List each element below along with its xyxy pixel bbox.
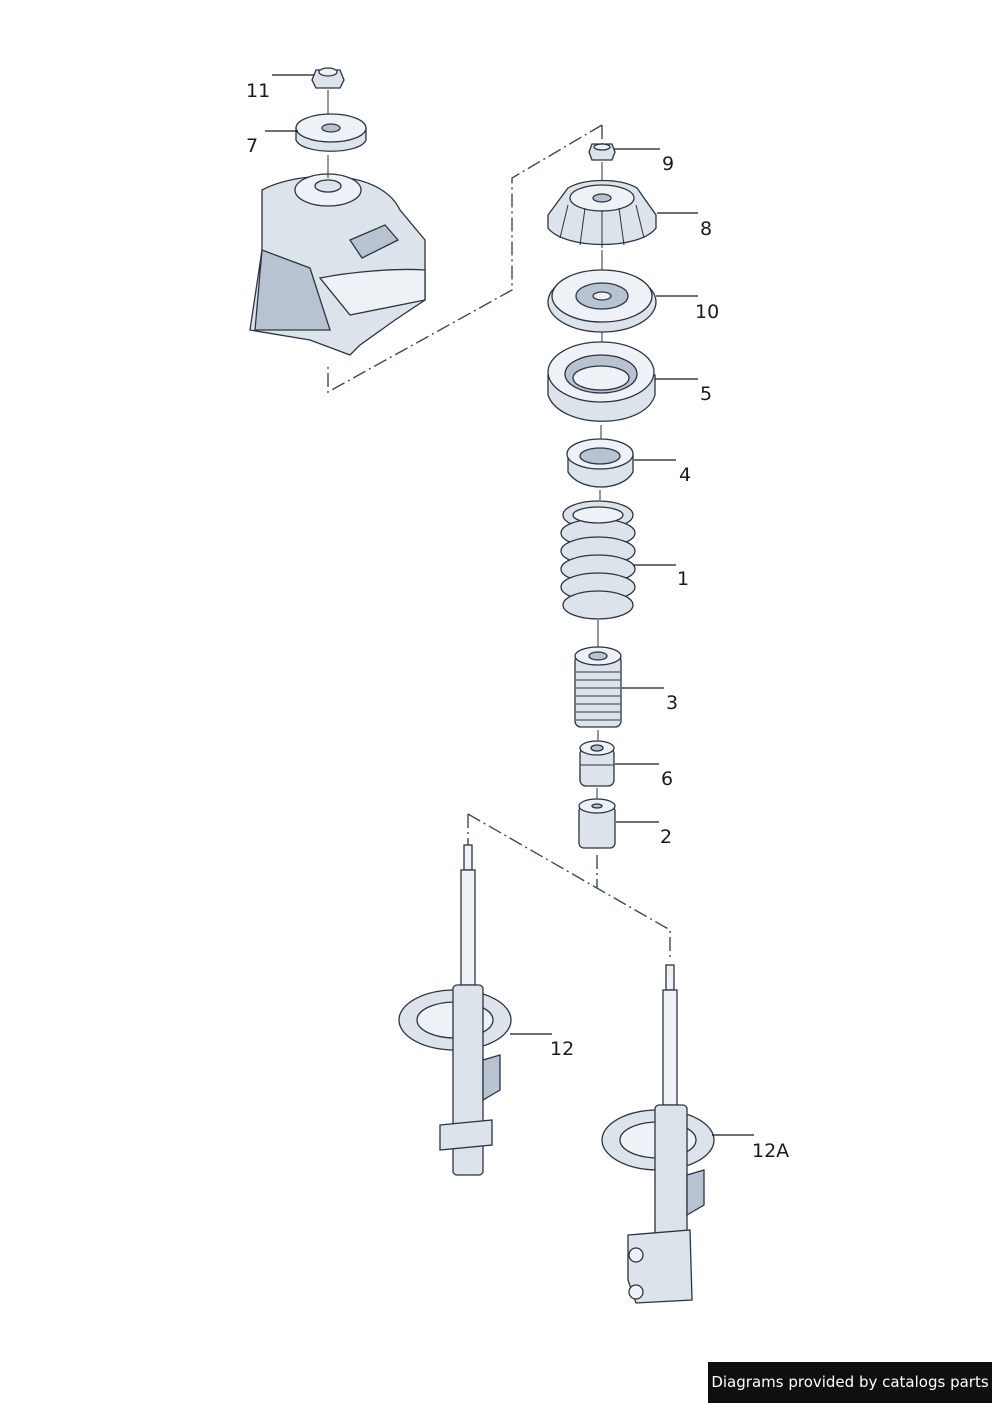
callout-1: 1 <box>677 568 689 590</box>
part-5-spring-seat <box>547 341 656 422</box>
callout-7: 7 <box>246 135 258 157</box>
part-10-bearing-plate <box>547 269 657 333</box>
part-2-sleeve <box>578 798 616 849</box>
part-3-protective-boot <box>574 646 622 728</box>
part-11-flange-nut <box>311 67 345 89</box>
callout-12A: 12A <box>752 1140 789 1162</box>
footer-credit: Diagrams provided by catalogs parts <box>708 1362 992 1403</box>
assembly-line-bottom <box>467 813 671 960</box>
part-6-buffer <box>579 740 615 787</box>
part-12A-shock-absorber <box>601 964 715 1304</box>
callout-labels: 11 7 9 8 10 5 4 1 3 6 2 12 12A <box>246 80 789 1162</box>
callout-11: 11 <box>246 80 270 102</box>
leader-lines <box>265 74 754 1136</box>
callout-5: 5 <box>700 383 712 405</box>
part-4-ring <box>566 438 634 488</box>
callout-10: 10 <box>695 301 719 323</box>
callout-12: 12 <box>550 1038 574 1060</box>
callout-6: 6 <box>661 768 673 790</box>
strut-tower-body <box>249 173 426 356</box>
part-12-shock-absorber <box>398 844 512 1176</box>
callout-2: 2 <box>660 826 672 848</box>
callout-4: 4 <box>679 464 691 486</box>
part-7-mount-plate <box>295 113 367 152</box>
part-1-coil-spring <box>560 500 636 620</box>
part-9-nut <box>588 143 616 161</box>
callout-8: 8 <box>700 218 712 240</box>
part-8-top-mount <box>547 179 657 248</box>
callout-9: 9 <box>662 153 674 175</box>
callout-3: 3 <box>666 692 678 714</box>
